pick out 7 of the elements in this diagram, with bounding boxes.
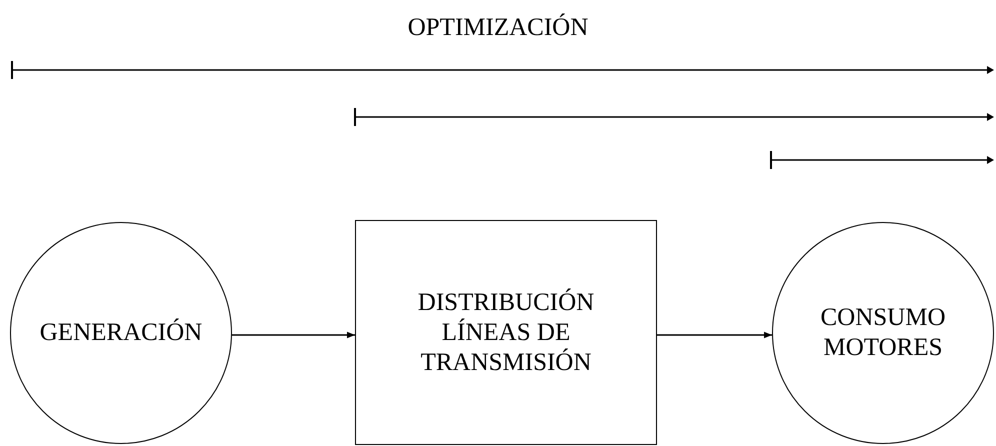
- node-label: CONSUMO MOTORES: [819, 303, 947, 363]
- title: OPTIMIZACIÓN: [406, 14, 590, 42]
- node-label: DISTRIBUCIÓN LÍNEAS DE TRANSMISIÓN: [416, 288, 596, 378]
- process-box: [355, 220, 657, 445]
- arrow: [232, 332, 355, 338]
- node-label: GENERACIÓN: [40, 318, 202, 348]
- arrow: [657, 332, 772, 338]
